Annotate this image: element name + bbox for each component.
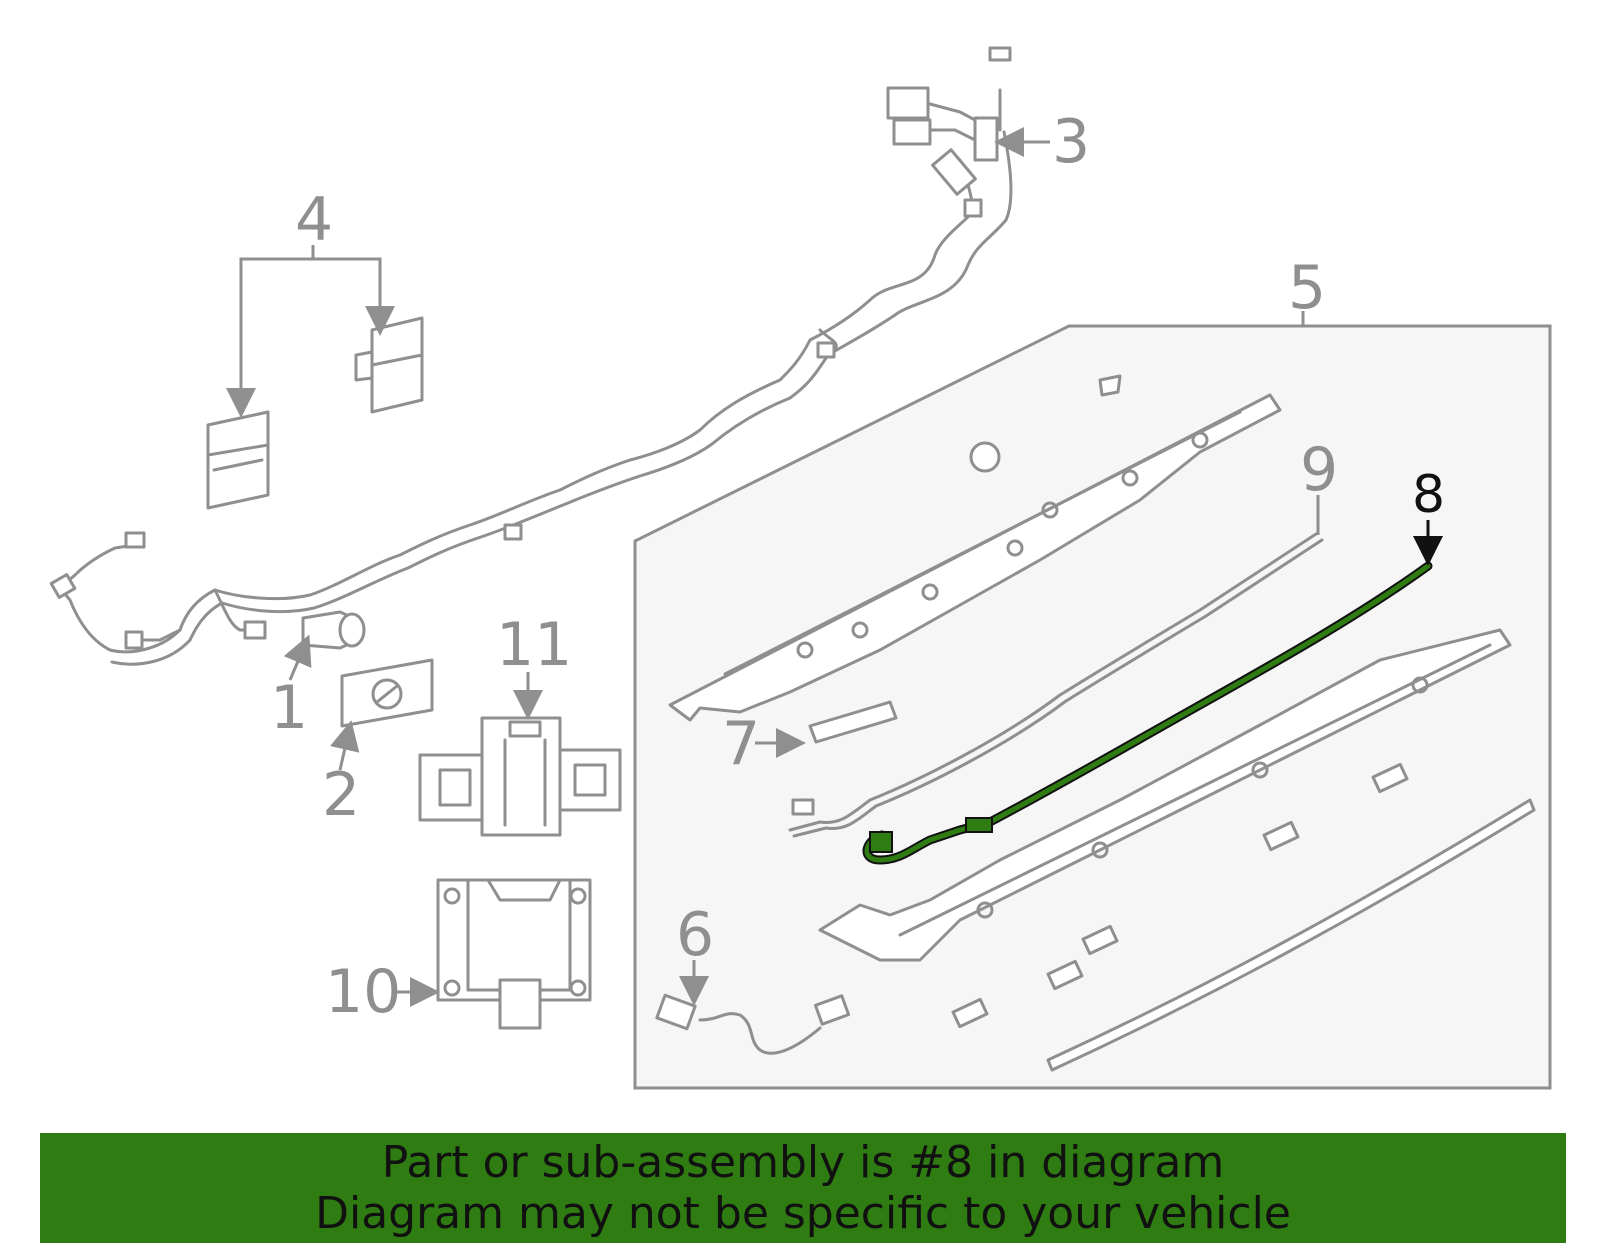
info-banner: Part or sub-assembly is #8 in diagram Di… (40, 1133, 1566, 1243)
small-clips (951, 762, 1409, 1029)
main-wiring-harness (49, 46, 1013, 666)
callout-4: 4 (295, 185, 333, 255)
leader-1 (283, 634, 312, 681)
part-11-module (418, 716, 622, 837)
lower-bracket (818, 628, 1512, 962)
part-7-clip (808, 700, 898, 744)
part-1-sensor (301, 610, 366, 650)
part-9-wire (788, 532, 1324, 838)
part-10-bracket (436, 878, 592, 1030)
callout-9: 9 (1300, 435, 1338, 505)
leader-2 (330, 720, 360, 771)
banner-line-1: Part or sub-assembly is #8 in diagram (381, 1137, 1225, 1188)
part-8-wire-highlighted (862, 561, 1433, 865)
banner-line-2: Diagram may not be specific to your vehi… (315, 1188, 1291, 1239)
assembly-5-box (633, 324, 1552, 1090)
callout-2: 2 (322, 760, 360, 830)
callout-7: 7 (722, 709, 760, 779)
trim-strip (1046, 798, 1536, 1072)
part-2-bracket (340, 658, 434, 728)
callout-10: 10 (325, 957, 401, 1027)
part-4-clips (206, 316, 424, 510)
callout-6: 6 (676, 900, 714, 970)
callout-5: 5 (1288, 253, 1326, 323)
callout-1: 1 (270, 673, 308, 743)
upper-bracket (668, 374, 1282, 722)
callout-11: 11 (496, 610, 572, 680)
callout-3: 3 (1052, 107, 1090, 177)
callout-8: 8 (1412, 465, 1445, 525)
leader-4 (239, 257, 382, 410)
